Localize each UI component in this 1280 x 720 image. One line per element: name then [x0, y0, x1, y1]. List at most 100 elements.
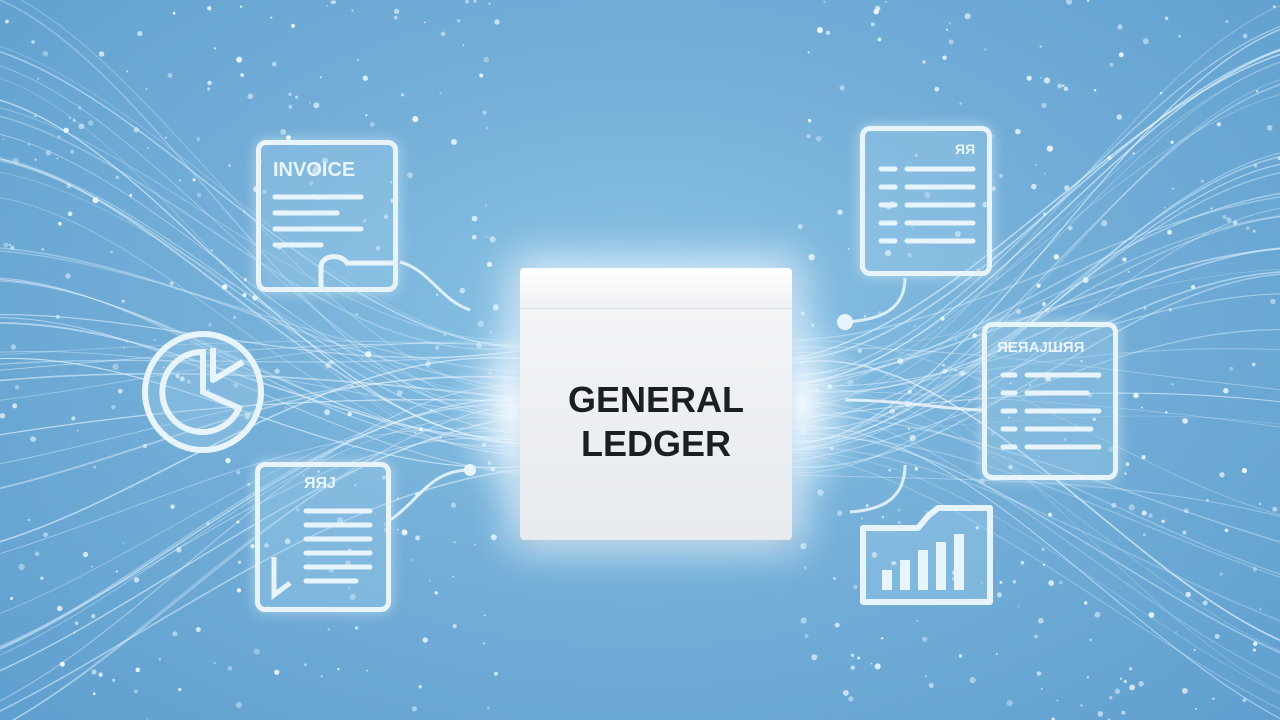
stream-dot: [1270, 298, 1276, 305]
stream-line: [0, 158, 521, 445]
stream-dot: [1015, 128, 1021, 135]
stream-dot: [56, 157, 59, 160]
stream-dot: [290, 23, 296, 28]
stream-dot: [1216, 122, 1222, 127]
stream-dot: [1040, 687, 1043, 691]
stream-dot: [415, 535, 421, 541]
stream-dot: [192, 178, 196, 182]
stream-dot: [326, 4, 329, 7]
stream-dot: [1212, 697, 1215, 700]
stream-dot: [954, 338, 958, 341]
stream-dot: [1008, 464, 1013, 470]
stream-dot: [907, 427, 911, 431]
stream-dot: [1171, 187, 1175, 190]
stream-dot: [1272, 506, 1278, 512]
stream-line: [0, 247, 521, 390]
stream-dot: [1089, 638, 1092, 642]
stream-dot: [991, 186, 996, 191]
stream-dot: [117, 388, 123, 394]
stream-dot: [295, 507, 300, 513]
stream-dot: [1171, 383, 1174, 386]
stream-dot: [452, 575, 455, 578]
stream-dot: [865, 504, 869, 507]
stream-dot: [396, 390, 403, 396]
stream-line: [12, 403, 521, 720]
stream-line: [0, 341, 521, 401]
stream-dot: [243, 210, 246, 213]
stream-dot: [227, 665, 233, 671]
stream-line: [0, 171, 521, 397]
report-lines-icon: [878, 166, 976, 244]
stream-dot: [169, 281, 174, 286]
stream-dot: [1080, 704, 1083, 707]
stream-dot: [347, 411, 352, 417]
stream-dot: [1056, 699, 1059, 702]
stream-dot: [982, 201, 988, 208]
stream-dot: [253, 648, 260, 655]
stream-dot: [414, 431, 417, 434]
stream-dot: [452, 623, 457, 629]
stream-dot: [337, 667, 340, 671]
connectors: [389, 260, 986, 522]
stream-dot: [1224, 528, 1229, 533]
stream-dot: [1080, 359, 1083, 363]
stream-dot: [434, 345, 440, 350]
stream-dot: [870, 662, 873, 665]
stream-dot: [897, 508, 901, 512]
stream-dot: [18, 563, 25, 571]
stream-dot: [839, 85, 845, 91]
stream-line: [0, 51, 521, 348]
stream-dot: [823, 0, 826, 4]
stream-dot: [1068, 225, 1073, 231]
stream-dot: [992, 134, 995, 138]
stream-dot: [1114, 688, 1121, 695]
stream-dot: [474, 543, 477, 546]
general-ledger-box-lid: [520, 268, 792, 309]
stream-dot: [490, 534, 497, 541]
stream-dot: [1202, 600, 1208, 606]
stream-dot: [483, 614, 486, 617]
stream-dot: [1193, 648, 1196, 652]
stream-dot: [1219, 472, 1225, 478]
stream-dot: [270, 16, 273, 19]
stream-dot: [1132, 152, 1136, 155]
stream-dot: [146, 147, 149, 149]
stream-dot: [66, 183, 72, 189]
stream-dot: [975, 525, 980, 530]
stream-dot: [146, 718, 149, 720]
stream-dot: [390, 181, 393, 184]
stream-dot: [1181, 688, 1188, 694]
stream-dot: [115, 175, 119, 180]
stream-dot: [239, 5, 243, 8]
stream-dot: [486, 261, 493, 267]
stream-dot: [436, 293, 439, 296]
stream-dot: [1258, 502, 1262, 506]
stream-dot: [954, 231, 961, 237]
stream-dot: [999, 580, 1003, 584]
stream-line: [0, 313, 521, 359]
stream-dot: [91, 614, 96, 619]
stream-dot: [30, 436, 36, 442]
stream-dot: [881, 516, 884, 519]
stream-dot: [941, 363, 945, 367]
stream-dot: [1111, 502, 1117, 508]
stream-dot: [321, 157, 329, 164]
stream-dot: [98, 672, 103, 677]
stream-dot: [1241, 467, 1248, 474]
stream-dot: [304, 663, 307, 666]
stream-dot: [888, 468, 891, 472]
stream-dot: [800, 543, 807, 550]
stream-dot: [800, 617, 807, 624]
invoice-lines-icon: [272, 194, 393, 287]
stream-dot: [1182, 418, 1188, 424]
stream-dot: [362, 75, 368, 81]
stream-dot: [1042, 212, 1047, 216]
stream-dot: [485, 204, 488, 207]
stream-dot: [1039, 45, 1042, 48]
stream-dot: [176, 547, 182, 553]
stream-dot: [1148, 513, 1153, 518]
stream-dot: [288, 104, 293, 109]
stream-dot: [453, 541, 456, 544]
stream-dot: [948, 22, 951, 25]
stream-dot: [36, 77, 40, 81]
